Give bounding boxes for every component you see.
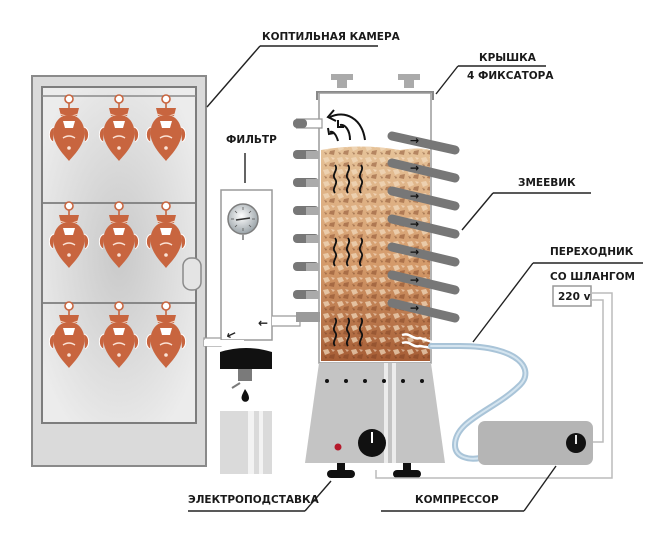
flow-arrow-icon: → bbox=[410, 302, 419, 315]
label-coil: ЗМЕЕВИК bbox=[461, 177, 591, 231]
label-lid: КРЫШКА 4 ФИКСАТОРА bbox=[435, 52, 554, 95]
coil-tube bbox=[387, 158, 460, 183]
heat-wave-icon bbox=[345, 317, 351, 347]
fish-rows bbox=[48, 94, 187, 369]
vent-hole bbox=[382, 379, 386, 383]
label-electric-stand: ЭЛЕКТРОПОДСТАВКА bbox=[188, 480, 332, 512]
lid-clamps bbox=[331, 74, 420, 88]
heat-wave-icon bbox=[358, 237, 364, 267]
vent-holes bbox=[325, 379, 424, 383]
power-indicator-icon bbox=[334, 443, 342, 451]
coil-tube bbox=[387, 270, 460, 295]
power-cable bbox=[591, 299, 604, 443]
filter: ФИЛЬТР ← ← bbox=[203, 134, 301, 474]
lid bbox=[316, 91, 434, 100]
heat-wave-icon bbox=[332, 237, 338, 267]
coil-tube bbox=[387, 186, 460, 211]
smoking-chamber bbox=[31, 75, 207, 467]
heat-waves bbox=[332, 164, 364, 347]
coil-tube bbox=[387, 131, 460, 155]
vent-hole bbox=[401, 379, 405, 383]
adapter-label: ПЕРЕХОДНИК bbox=[550, 246, 634, 258]
vent-hole bbox=[344, 379, 348, 383]
flow-arrow-icon: → bbox=[410, 274, 419, 287]
door-handle bbox=[182, 257, 202, 291]
label-compressor: КОМПРЕССОР bbox=[381, 465, 557, 512]
heat-wave-icon bbox=[358, 317, 364, 347]
hose-label: СО ШЛАНГОМ bbox=[550, 271, 635, 283]
flow-arrow-icon: ← bbox=[258, 316, 268, 330]
lid-clamps-label: 4 ФИКСАТОРА bbox=[467, 70, 554, 82]
heat-wave-icon bbox=[345, 237, 351, 267]
smoke-flow-arrows bbox=[326, 109, 366, 142]
compressor bbox=[428, 343, 593, 465]
heat-wave-icon bbox=[332, 317, 338, 347]
power-supply: 220 v bbox=[375, 285, 613, 479]
flow-arrow-icon: → bbox=[410, 162, 419, 175]
electric-stand-label: ЭЛЕКТРОПОДСТАВКА bbox=[188, 494, 320, 506]
coil-tube bbox=[387, 298, 460, 323]
power-cable bbox=[375, 292, 613, 479]
coil-tube bbox=[387, 214, 460, 239]
label-adapter: ПЕРЕХОДНИК СО ШЛАНГОМ bbox=[472, 246, 643, 343]
smoke-generator: → → → → → → → bbox=[293, 74, 460, 478]
coil-tube bbox=[387, 242, 460, 267]
compressor-body bbox=[478, 421, 593, 465]
smoking-chamber-label: КОПТИЛЬНАЯ КАМЕРА bbox=[262, 31, 401, 43]
heat-wave-icon bbox=[345, 164, 351, 194]
flow-arrow-icon: → bbox=[410, 246, 419, 259]
coil-label: ЗМЕЕВИК bbox=[518, 177, 576, 189]
filter-label: ФИЛЬТР bbox=[226, 134, 277, 146]
heat-wave-icon bbox=[332, 164, 338, 194]
stand-feet bbox=[327, 463, 421, 478]
tar-collector bbox=[220, 348, 272, 369]
vent-hole bbox=[363, 379, 367, 383]
compressor-label: КОМПРЕССОР bbox=[415, 494, 499, 506]
flow-arrow-icon: → bbox=[410, 190, 419, 203]
vent-hole bbox=[325, 379, 329, 383]
vent-hole bbox=[420, 379, 424, 383]
lid-label: КРЫШКА bbox=[479, 52, 537, 64]
power-label: 220 v bbox=[558, 291, 591, 303]
heat-wave-icon bbox=[358, 164, 364, 194]
electric-stand bbox=[305, 363, 445, 463]
label-smoking-chamber: КОПТИЛЬНАЯ КАМЕРА bbox=[206, 31, 401, 108]
collection-jar bbox=[220, 411, 272, 474]
flow-arrow-icon: → bbox=[410, 134, 419, 147]
flow-arrow-icon: → bbox=[410, 218, 419, 231]
drop-icon bbox=[241, 389, 249, 402]
